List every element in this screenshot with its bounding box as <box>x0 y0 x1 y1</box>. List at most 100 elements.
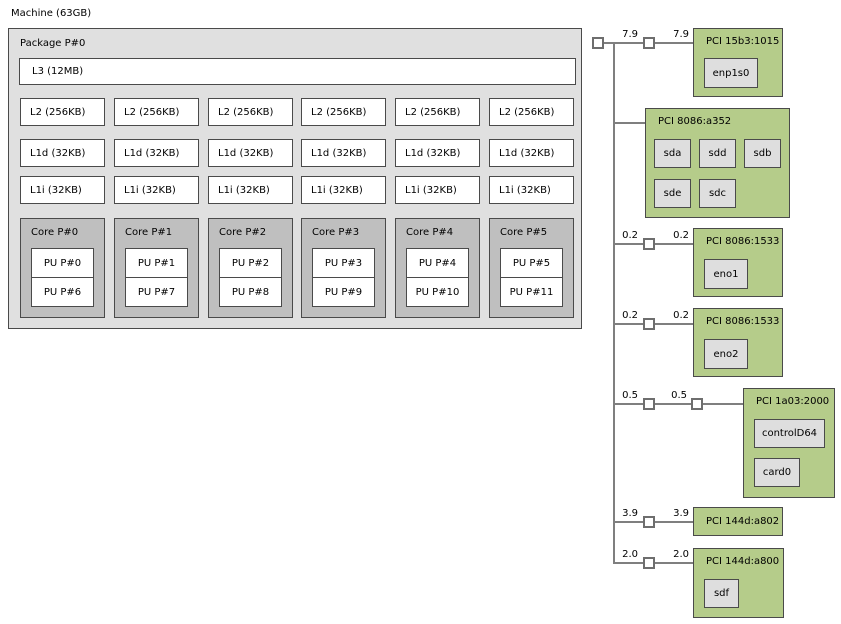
host-bridge-square <box>592 37 604 49</box>
pci-device-box: PCI 8086:a352 sda sdd sdb sde sdc <box>645 108 790 218</box>
core-label: Core P#5 <box>500 227 548 238</box>
pu-box: PU P#4 <box>406 248 469 278</box>
pu-box: PU P#1 <box>125 248 188 278</box>
os-device-label: enp1s0 <box>712 67 750 79</box>
bandwidth-label: 7.9 <box>622 29 638 40</box>
bandwidth-label: 0.2 <box>673 310 689 321</box>
os-device-box: sde <box>654 179 691 208</box>
l1d-cache-label: L1d (32KB) <box>499 147 555 159</box>
core-box: Core P#1 PU P#1 PU P#7 <box>114 218 199 318</box>
bandwidth-label: 0.2 <box>673 230 689 241</box>
pu-box: PU P#10 <box>406 277 469 307</box>
pci-device-label: PCI 144d:a802 <box>706 516 780 527</box>
l1i-cache-label: L1i (32KB) <box>124 184 176 196</box>
l1i-cache-label: L1i (32KB) <box>499 184 551 196</box>
l1i-cache-box: L1i (32KB) <box>208 176 293 204</box>
l1i-cache-box: L1i (32KB) <box>489 176 574 204</box>
pu-label: PU P#11 <box>509 286 554 298</box>
os-device-box: enp1s0 <box>704 58 758 88</box>
pci-device-label: PCI 8086:a352 <box>658 116 732 127</box>
l2-cache-label: L2 (256KB) <box>218 106 274 118</box>
pu-label: PU P#10 <box>415 286 460 298</box>
os-device-box: sdf <box>704 579 739 608</box>
os-device-label: eno2 <box>713 348 739 360</box>
pci-device-label: PCI 1a03:2000 <box>756 396 830 407</box>
pci-trunk-line <box>613 42 615 564</box>
l1i-cache-label: L1i (32KB) <box>30 184 82 196</box>
os-device-box: sdd <box>699 139 736 168</box>
core-label: Core P#4 <box>406 227 454 238</box>
l3-cache-label: L3 (12MB) <box>32 66 84 77</box>
bandwidth-label: 0.2 <box>622 310 638 321</box>
l2-cache-label: L2 (256KB) <box>124 106 180 118</box>
pu-box: PU P#7 <box>125 277 188 307</box>
os-device-label: sdf <box>713 588 730 599</box>
os-device-box: eno2 <box>704 339 748 369</box>
l1i-cache-box: L1i (32KB) <box>395 176 480 204</box>
l3-cache-box: L3 (12MB) <box>19 58 576 85</box>
l2-cache-label: L2 (256KB) <box>405 106 461 118</box>
l1d-cache-box: L1d (32KB) <box>301 139 386 167</box>
l1d-cache-label: L1d (32KB) <box>30 147 86 159</box>
core-label: Core P#3 <box>312 227 360 238</box>
os-device-box: eno1 <box>704 259 748 289</box>
pu-label: PU P#1 <box>137 257 176 269</box>
l2-cache-label: L2 (256KB) <box>30 106 86 118</box>
core-box: Core P#4 PU P#4 PU P#10 <box>395 218 480 318</box>
pu-label: PU P#6 <box>43 286 82 298</box>
pci-device-box: PCI 144d:a800 sdf <box>693 548 784 618</box>
bandwidth-label: 7.9 <box>673 29 689 40</box>
l2-cache-box: L2 (256KB) <box>489 98 574 126</box>
os-device-box: sdc <box>699 179 736 208</box>
pu-box: PU P#8 <box>219 277 282 307</box>
l1d-cache-label: L1d (32KB) <box>218 147 274 159</box>
l1d-cache-label: L1d (32KB) <box>311 147 367 159</box>
os-device-box: sdb <box>744 139 781 168</box>
l2-cache-box: L2 (256KB) <box>20 98 105 126</box>
os-device-label: eno1 <box>713 268 739 280</box>
l1d-cache-box: L1d (32KB) <box>489 139 574 167</box>
core-label: Core P#1 <box>125 227 173 238</box>
pu-label: PU P#3 <box>324 257 363 269</box>
os-device-label: card0 <box>762 467 792 478</box>
pu-box: PU P#5 <box>500 248 563 278</box>
pu-box: PU P#2 <box>219 248 282 278</box>
pu-label: PU P#4 <box>418 257 457 269</box>
pu-label: PU P#2 <box>231 257 270 269</box>
pci-device-box: PCI 144d:a802 <box>693 507 783 536</box>
pci-device-box: PCI 8086:1533 eno1 <box>693 228 783 297</box>
pci-bridge-square <box>691 398 703 410</box>
pci-bridge-square <box>643 318 655 330</box>
l2-cache-label: L2 (256KB) <box>311 106 367 118</box>
l1i-cache-label: L1i (32KB) <box>218 184 270 196</box>
pci-bridge-square <box>643 37 655 49</box>
pci-device-box: PCI 1a03:2000 controlD64 card0 <box>743 388 835 498</box>
core-box: Core P#5 PU P#5 PU P#11 <box>489 218 574 318</box>
pci-link-line <box>614 122 645 124</box>
os-device-label: sdc <box>708 188 727 199</box>
pu-label: PU P#9 <box>324 286 363 298</box>
os-device-box: card0 <box>754 458 800 487</box>
pu-box: PU P#0 <box>31 248 94 278</box>
bandwidth-label: 0.2 <box>622 230 638 241</box>
pci-device-box: PCI 15b3:1015 enp1s0 <box>693 28 783 97</box>
pu-box: PU P#11 <box>500 277 563 307</box>
pci-bridge-square <box>643 238 655 250</box>
pci-device-label: PCI 8086:1533 <box>706 316 780 327</box>
l2-cache-box: L2 (256KB) <box>301 98 386 126</box>
bandwidth-label: 3.9 <box>622 508 638 519</box>
core-box: Core P#2 PU P#2 PU P#8 <box>208 218 293 318</box>
pci-link-line <box>614 403 743 405</box>
os-device-label: sdb <box>753 148 772 159</box>
os-device-box: controlD64 <box>754 419 825 448</box>
core-label: Core P#2 <box>219 227 267 238</box>
l1i-cache-label: L1i (32KB) <box>405 184 457 196</box>
pci-bridge-square <box>643 516 655 528</box>
l1d-cache-label: L1d (32KB) <box>405 147 461 159</box>
l1d-cache-box: L1d (32KB) <box>208 139 293 167</box>
os-device-label: controlD64 <box>761 428 818 439</box>
pci-device-label: PCI 144d:a800 <box>706 556 780 567</box>
bandwidth-label: 2.0 <box>673 549 689 560</box>
pu-box: PU P#6 <box>31 277 94 307</box>
